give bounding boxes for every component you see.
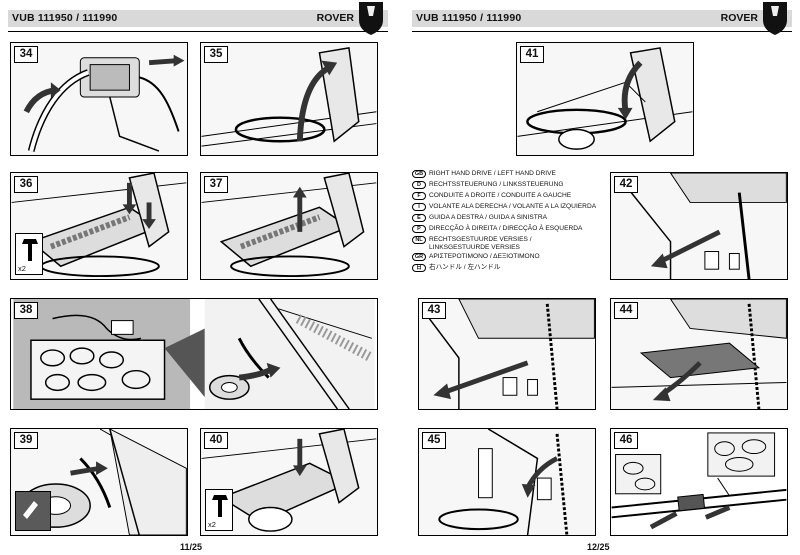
footwell-illustration: [630, 173, 787, 279]
step-number: 34: [14, 46, 38, 63]
bolt-icon: [22, 239, 38, 261]
fastener-box: x2: [205, 489, 233, 531]
legend-text: GUIDA A DESTRA / GUIDA A SINISTRA: [429, 214, 547, 221]
step-number: 46: [614, 432, 638, 449]
language-badge: GR: [412, 253, 426, 261]
step-34-panel: 34: [10, 42, 188, 156]
arrow-icon: [238, 367, 272, 381]
legend-text: RECHTSGESTUURDE VERSIES /: [429, 236, 532, 243]
wiring-harness-illustration: [13, 299, 375, 409]
step-43-panel: 43: [418, 298, 596, 410]
language-badge: P: [412, 225, 426, 233]
bolt-icon: [212, 495, 228, 517]
language-badge: D: [412, 181, 426, 189]
footwell-illustration: [611, 299, 787, 409]
engine-bay-illustration: [201, 47, 377, 147]
language-badge: I: [412, 203, 426, 211]
step-39-panel: 39: [10, 428, 188, 536]
step-number: 45: [422, 432, 446, 449]
quantity: x2: [208, 520, 216, 529]
footwell-illustration: [428, 299, 595, 409]
legend-text: CONDUITE A DROITE / CONDUITE A GAUCHE: [429, 192, 572, 199]
shield-logo-icon: [359, 2, 383, 35]
clip-icon: [23, 501, 38, 519]
step-42-panel: 42: [610, 172, 788, 280]
step-37-panel: 37: [200, 172, 378, 280]
fusebox-illustration: [517, 47, 693, 150]
step-41-panel: 41: [516, 42, 694, 156]
step-number: 37: [204, 176, 228, 193]
header-bar: [8, 10, 388, 27]
fusebox-illustration: [201, 429, 377, 532]
page-number: 11/25: [180, 542, 203, 552]
step-number: 38: [14, 302, 38, 319]
brand-name: ROVER: [316, 12, 354, 24]
legend-text: ΑΡΙΣΤΕΡΟΤΙΜΟΝΟ / ΔΕΞΙΟΤΙΜΟΝΟ: [429, 253, 540, 260]
legend-text: LINKSGESTUURDE VERSIES: [429, 244, 520, 251]
step-number: 39: [14, 432, 38, 449]
step-36-panel: 36 x2: [10, 172, 188, 280]
legend-text: RIGHT HAND DRIVE / LEFT HAND DRIVE: [429, 170, 556, 177]
page-header-left: VUB 111950 / 111990 ROVER: [8, 2, 388, 35]
legend-text: RECHTSSTEUERUNG / LINKSSTEUERUNG: [429, 181, 564, 188]
language-badge: E: [412, 214, 426, 222]
step-number: 41: [520, 46, 544, 63]
page-header-right: VUB 111950 / 111990 ROVER: [412, 2, 792, 35]
step-number: 42: [614, 176, 638, 193]
step-number: 40: [204, 432, 228, 449]
legend-text: DIRECÇÃO À DIREITA / DIRECÇÃO À ESQUERDA: [429, 225, 583, 232]
step-number: 36: [14, 176, 38, 193]
footwell-illustration: [438, 429, 569, 535]
connector-illustration: [611, 432, 787, 530]
kit-code: VUB 111950 / 111990: [12, 12, 118, 24]
arrow-icon: [621, 60, 643, 113]
kit-code: VUB 111950 / 111990: [416, 12, 522, 24]
page-number: 12/25: [587, 542, 610, 552]
step-38-panel: 38: [10, 298, 378, 410]
language-badge: F: [412, 192, 426, 200]
quantity: x2: [18, 264, 26, 273]
legend-text: VOLANTE ALA DERECHA / VOLANTE A LA IZQUI…: [429, 203, 597, 210]
step-number: 35: [204, 46, 228, 63]
legend-text: 右ハンドル / 左ハンドル: [429, 264, 501, 271]
step-44-panel: 44: [610, 298, 788, 410]
brand-name: ROVER: [720, 12, 758, 24]
fusebox-illustration: [201, 173, 377, 278]
step-46-panel: 46: [610, 428, 788, 536]
fusebox-illustration: [11, 173, 187, 278]
step-number: 44: [614, 302, 638, 319]
step-40-panel: 40 x2: [200, 428, 378, 536]
step-45-panel: 45: [418, 428, 596, 536]
fastener-box: x2: [15, 233, 43, 275]
step-number: 43: [422, 302, 446, 319]
arrow-icon: [296, 64, 331, 142]
fastener-box: [15, 491, 51, 531]
shield-logo-icon: [763, 2, 787, 35]
header-bar: [412, 10, 792, 27]
step-35-panel: 35: [200, 42, 378, 156]
engine-bay-illustration: [23, 54, 185, 152]
legend-row: 日右ハンドル / 左ハンドル: [412, 264, 602, 272]
language-badge: NL: [412, 236, 426, 244]
language-badge: GB: [412, 170, 426, 178]
language-badge: 日: [412, 264, 426, 272]
